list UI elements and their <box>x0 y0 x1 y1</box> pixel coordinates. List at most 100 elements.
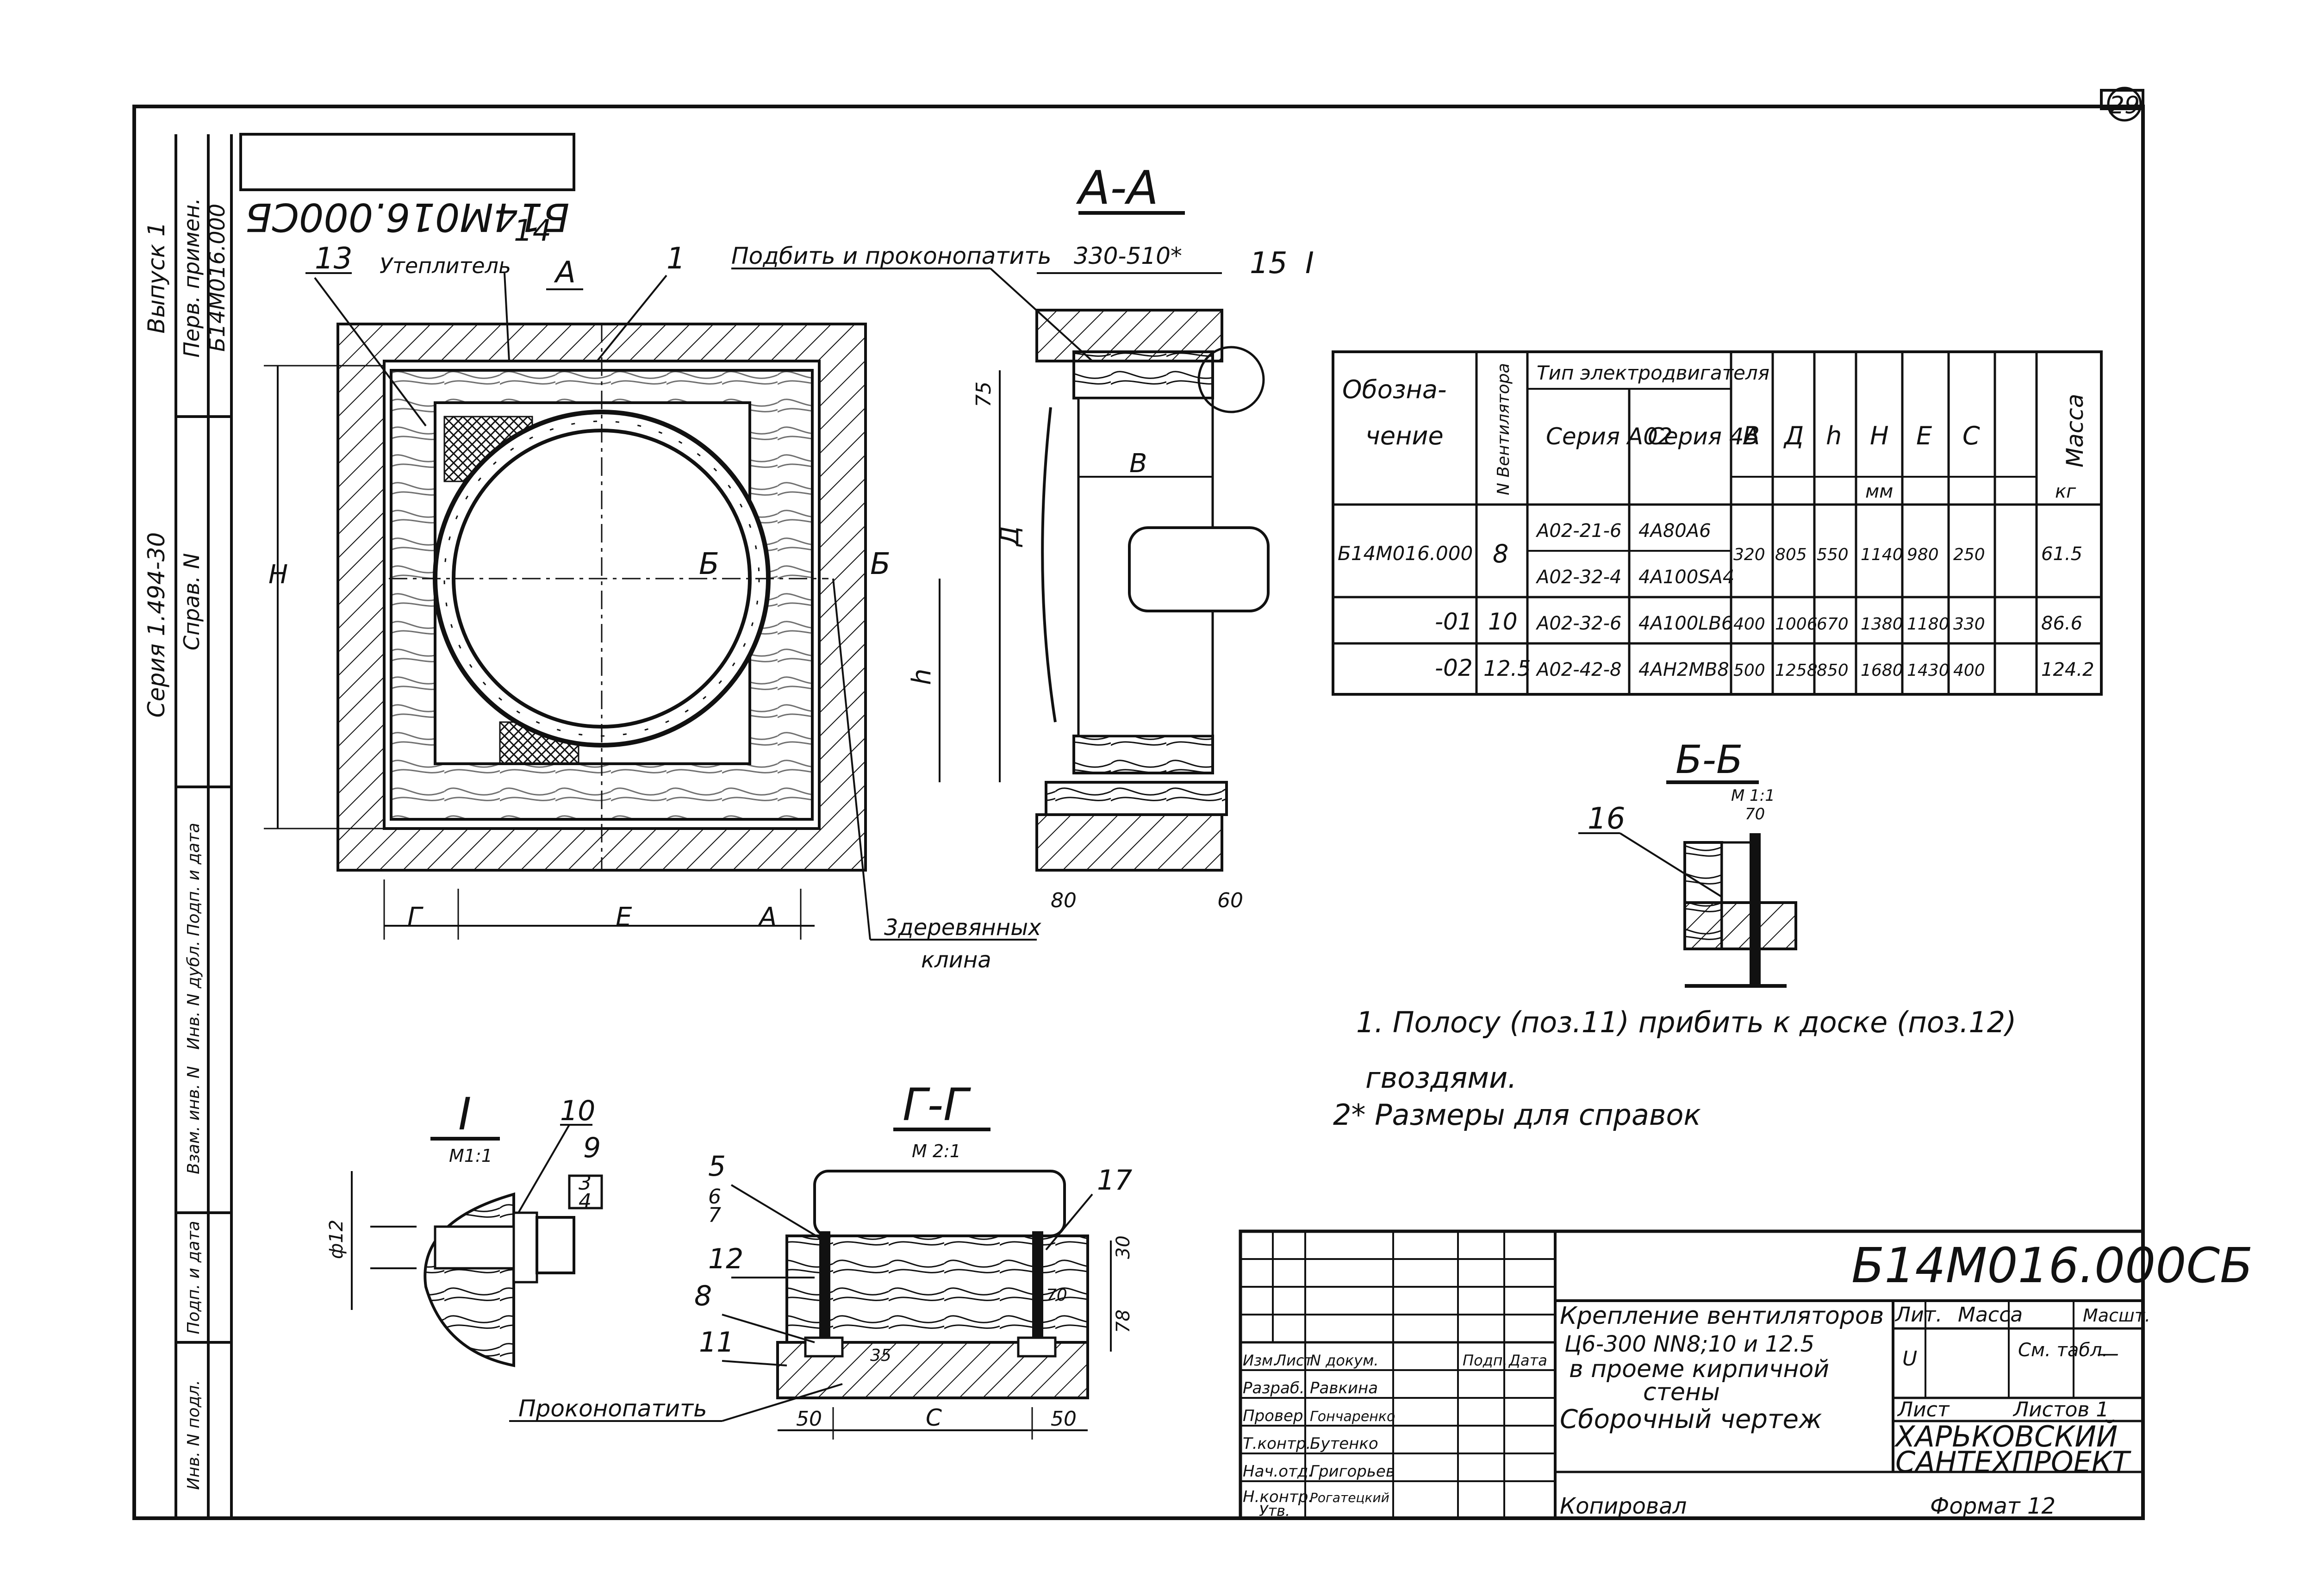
sig-cell-1: Подп. и дата <box>184 1221 203 1334</box>
tb-role-1: Провер. <box>1243 1407 1308 1425</box>
label-item11: 11 <box>699 1326 734 1359</box>
th-motor-type: Тип электродвигателя <box>1537 362 1769 384</box>
section-bb-title: Б-Б <box>1676 737 1743 782</box>
th-fan-no: N Вентилятора <box>1494 363 1513 495</box>
th-col-d: Д <box>1783 421 1804 450</box>
td-r0-d: 805 <box>1775 545 1807 564</box>
th-unit-kg: кг <box>2055 481 2076 502</box>
tb-role-3: Нач.отд. <box>1243 1462 1313 1481</box>
label-caulk: Проконопатить <box>518 1395 707 1422</box>
label-insulation: Утеплитель <box>380 253 511 278</box>
tb-head-doc: N докум. <box>1310 1352 1378 1369</box>
label-item14: 14 <box>514 214 551 248</box>
tb-head-list: Лист <box>1275 1352 1313 1369</box>
td-r3-c: 400 <box>1953 661 1985 680</box>
tb-head-sign: Подп. <box>1463 1352 1507 1369</box>
label-wood-wedges-1: 3деревянных <box>884 915 1041 941</box>
th-col-b: В <box>1743 421 1760 450</box>
series-label: Серия 1.494-30 <box>143 532 170 718</box>
td-r2-4a: 4А100LВ6 <box>1638 613 1733 634</box>
notes: 1. Полосу (поз.11) прибить к доске (поз.… <box>1333 1005 2016 1132</box>
label-dim-g: Г <box>407 902 424 932</box>
td-r2-fan: 10 <box>1488 608 1518 635</box>
note-2: 2* Размеры для справок <box>1333 1098 1701 1132</box>
tb-lit-label: Лит. <box>1894 1303 1942 1327</box>
label-dim-e: Е <box>616 902 632 932</box>
left-strip: Выпуск 1 Перв. примен. Б14М016.000 Серия… <box>143 134 233 1518</box>
label-item17: 17 <box>1097 1164 1132 1197</box>
dim-50-right: 50 <box>1051 1407 1077 1431</box>
td-r3-mass: 124.2 <box>2041 659 2094 680</box>
td-r3-designation: -02 <box>1435 655 1473 681</box>
tb-name-0: Равкина <box>1310 1379 1378 1397</box>
tb-name-4: Рогатецкий <box>1310 1490 1389 1505</box>
label-item15: 15 <box>1250 246 1287 281</box>
td-r3-e: 1430 <box>1907 661 1950 680</box>
td-r2-e: 1180 <box>1907 615 1950 634</box>
td-r3-a02: А02-42-8 <box>1535 659 1621 680</box>
tb-name-3: Григорьев <box>1310 1462 1395 1481</box>
td-r0-hh: 1140 <box>1861 545 1903 564</box>
td-r2-d: 1006 <box>1775 615 1818 634</box>
section-bb: Б-Б М 1:1 70 16 <box>1578 737 1797 988</box>
label-item16: 16 <box>1588 802 1625 836</box>
label-dim-a: А <box>758 902 777 932</box>
tb-copied: Копировал <box>1560 1493 1687 1519</box>
td-r0-mass: 61.5 <box>2041 543 2082 565</box>
tb-title-2: Ц6-300 NN8;10 и 12.5 <box>1564 1331 1814 1357</box>
label-item5: 5 <box>708 1150 726 1183</box>
td-r0-a02: А02-21-6 <box>1535 520 1621 542</box>
dim-v: В <box>1129 449 1147 479</box>
td-r2-hh: 1380 <box>1861 615 1903 634</box>
tb-mass-value: См. табл. <box>2018 1340 2108 1361</box>
label-item13: 13 <box>315 242 352 276</box>
detail-i-scale: М1:1 <box>449 1146 492 1166</box>
ref-label: Справ. N <box>179 553 204 650</box>
sig-cell-2: Взам. инв. N <box>184 1066 203 1174</box>
th-col-hh: Н <box>1870 421 1889 450</box>
sig-cell-4: Подп. и дата <box>184 823 203 936</box>
tb-scale-value: — <box>2097 1340 2119 1366</box>
main-view: 13 Утеплитель 14 А 1 Б Б Н Г Е А 3деревя… <box>264 214 1041 973</box>
label-cut-b-right: Б <box>870 547 891 581</box>
dim-30: 30 <box>1113 1235 1134 1259</box>
label-cut-b-left: Б <box>699 547 719 581</box>
th-series-a02: Серия А02 <box>1546 423 1673 450</box>
th-col-h: h <box>1826 421 1842 450</box>
label-item7: 7 <box>708 1203 721 1227</box>
th-col-e: Е <box>1916 421 1932 450</box>
tb-role-5: Утв. <box>1259 1502 1290 1520</box>
section-gg: Г-Г М 2:1 5 6 7 12 8 11 17 30 70 78 35 5… <box>509 1079 1134 1440</box>
spec-table: Обозна- чение N Вентилятора Тип электрод… <box>1332 350 2103 696</box>
label-item10: 10 <box>560 1095 595 1127</box>
detail-i: I М1:1 ф12 10 9 3 4 <box>326 1088 603 1367</box>
tb-code: Б14М016.000СБ <box>1851 1237 2253 1294</box>
first-use-label: Перв. примен. <box>179 198 204 357</box>
td-r3-b: 500 <box>1733 661 1765 680</box>
tb-sheet-label: Лист <box>1897 1398 1950 1421</box>
note-1b: гвоздями. <box>1365 1061 1517 1095</box>
th-unit-mm: мм <box>1865 481 1893 502</box>
dim-35: 35 <box>870 1346 891 1365</box>
td-r3-d: 1258 <box>1775 661 1818 680</box>
section-gg-scale: М 2:1 <box>912 1141 961 1161</box>
tb-role-2: Т.контр. <box>1243 1434 1311 1453</box>
td-r0-e: 980 <box>1907 545 1939 564</box>
td-r0-4a: 4А80А6 <box>1638 520 1711 542</box>
td-r1-a02: А02-32-4 <box>1535 567 1621 588</box>
td-r2-a02: А02-32-6 <box>1535 613 1621 634</box>
dim-78: 78 <box>1113 1309 1134 1333</box>
tb-mass-label: Масса <box>1958 1303 2023 1327</box>
td-r0-b: 320 <box>1733 545 1765 564</box>
tb-lit-value: U <box>1902 1347 1917 1371</box>
td-r2-c: 330 <box>1953 615 1985 634</box>
dim-60: 60 <box>1217 889 1243 912</box>
tb-title-1: Крепление вентиляторов <box>1560 1302 1884 1330</box>
section-aa-title: А-А <box>1076 161 1159 215</box>
td-r3-4a: 4АН2МВ8 <box>1638 659 1729 680</box>
th-mass: Масса <box>2062 394 2088 468</box>
release-label: Выпуск 1 <box>143 222 170 333</box>
td-r0-fan: 8 <box>1493 539 1508 568</box>
dim-50-left: 50 <box>796 1407 822 1431</box>
